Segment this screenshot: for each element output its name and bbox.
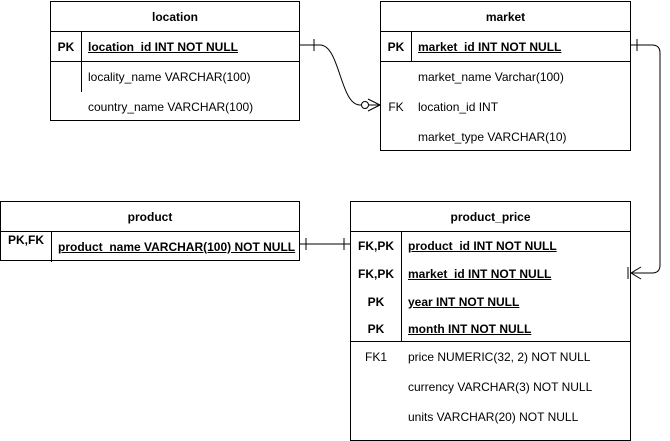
field-label: year INT NOT NULL <box>408 295 520 309</box>
field-label: month INT NOT NULL <box>408 322 532 336</box>
entity-row: PK month INT NOT NULL <box>351 316 630 342</box>
field-label: locality_name VARCHAR(100) <box>88 70 251 84</box>
entity-row: FK,PK market_id INT NOT NULL <box>351 260 630 288</box>
key-label: FK,PK <box>358 239 394 253</box>
key-label: PK <box>367 322 385 336</box>
entity-title: product <box>1 202 299 232</box>
field-label: units VARCHAR(20) NOT NULL <box>408 410 579 424</box>
entity-row: units VARCHAR(20) NOT NULL <box>351 402 630 432</box>
relationship-market-product-price <box>627 39 661 280</box>
key-label: FK,PK <box>358 267 394 281</box>
key-label: PK,FK <box>8 233 44 247</box>
field-label: price NUMERIC(32, 2) NOT NULL <box>408 350 591 364</box>
entity-title: market <box>381 2 630 32</box>
entity-row: PK,FK product_name VARCHAR(100) NOT NULL <box>1 232 299 261</box>
field-label: market_type VARCHAR(10) <box>418 130 567 144</box>
entity-row: locality_name VARCHAR(100) <box>51 62 299 92</box>
key-column-divider <box>401 232 402 342</box>
entity-product[interactable]: product PK,FK product_name VARCHAR(100) … <box>0 201 300 262</box>
entity-location[interactable]: location PK location_id INT NOT NULL loc… <box>50 1 300 121</box>
entity-row: FK1 price NUMERIC(32, 2) NOT NULL <box>351 342 630 372</box>
entity-market[interactable]: market PK market_id INT NOT NULL market_… <box>380 1 631 151</box>
key-label: FK <box>388 100 404 114</box>
field-label: market_id INT NOT NULL <box>408 267 552 281</box>
field-label: location_id INT NOT NULL <box>88 40 238 54</box>
field-label: country_name VARCHAR(100) <box>88 100 254 114</box>
field-label: currency VARCHAR(3) NOT NULL <box>408 380 593 394</box>
pk-divider <box>351 341 630 342</box>
entity-title: location <box>51 2 299 32</box>
field-label: market_id INT NOT NULL <box>418 40 562 54</box>
key-column-divider <box>51 232 52 262</box>
pk-divider <box>381 61 630 62</box>
relationship-product-product-price <box>300 238 350 250</box>
entity-row: market_type VARCHAR(10) <box>381 122 630 152</box>
entity-product-price[interactable]: product_price FK,PK product_id INT NOT N… <box>350 201 631 441</box>
key-column-divider <box>411 32 412 62</box>
pk-divider <box>51 61 299 62</box>
key-label: FK1 <box>364 350 387 364</box>
relationship-location-market <box>300 39 381 112</box>
entity-row: PK year INT NOT NULL <box>351 288 630 316</box>
key-label: PK <box>367 295 385 309</box>
entity-row: country_name VARCHAR(100) <box>51 92 299 122</box>
field-label: product_id INT NOT NULL <box>408 239 557 253</box>
field-label: product_name VARCHAR(100) NOT NULL <box>58 239 296 254</box>
key-column-divider <box>81 32 82 92</box>
entity-row: PK location_id INT NOT NULL <box>51 32 299 62</box>
entity-row: FK,PK product_id INT NOT NULL <box>351 232 630 260</box>
entity-title: product_price <box>351 202 630 232</box>
field-label: location_id INT <box>418 100 499 114</box>
entity-row: market_name Varchar(100) <box>381 62 630 92</box>
entity-row: FK location_id INT <box>381 92 630 122</box>
entity-row: PK market_id INT NOT NULL <box>381 32 630 62</box>
field-label: market_name Varchar(100) <box>418 70 564 84</box>
key-label: PK <box>57 40 75 54</box>
entity-row: currency VARCHAR(3) NOT NULL <box>351 372 630 402</box>
key-label: PK <box>387 40 405 54</box>
